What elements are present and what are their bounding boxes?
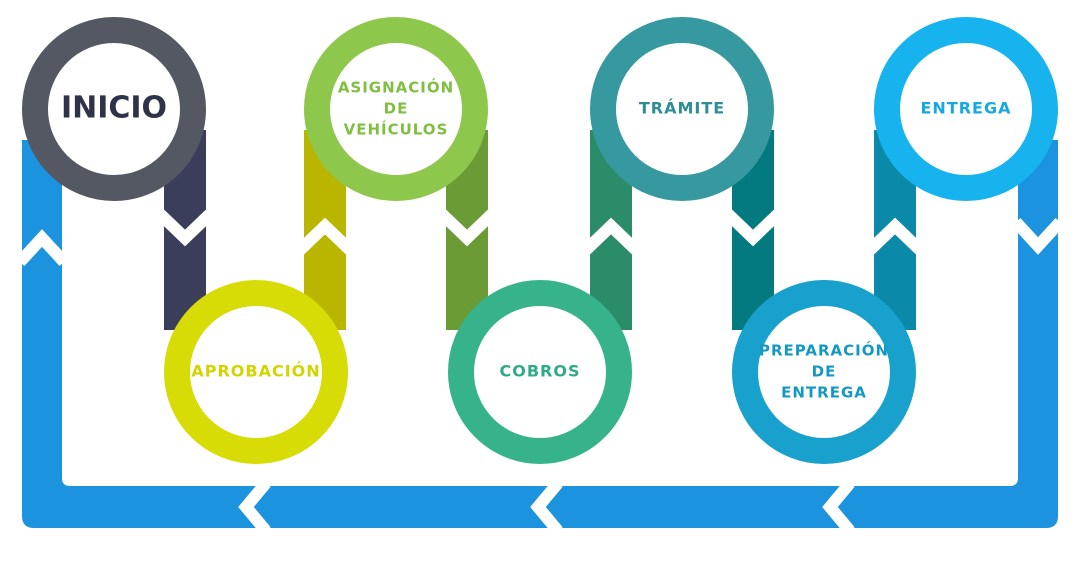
return-loop: [15, 140, 1065, 535]
step-ring: [590, 17, 774, 201]
step-label: ENTREGA: [921, 99, 1012, 118]
step-label: ASIGNACIÓN: [338, 78, 454, 97]
step-ring: [164, 280, 348, 464]
arrow-up-icon: [865, 217, 925, 255]
step-ring: [304, 17, 488, 201]
arrow-up-icon: [295, 217, 355, 255]
arrow-down-icon: [437, 209, 497, 247]
loop-arrow-left-icon: [238, 479, 271, 535]
loop-arrow-down-icon: [1011, 217, 1065, 255]
step-ring: [732, 280, 916, 464]
step-asignacion-vehiculos: ASIGNACIÓN DE VEHÍCULOS: [304, 17, 488, 201]
step-label: DE: [812, 363, 837, 381]
step-label: APROBACIÓN: [191, 362, 320, 381]
step-label: PREPARACIÓN: [759, 341, 889, 360]
loop-arrow-left-icon: [530, 479, 563, 535]
step-label: ENTREGA: [781, 384, 867, 402]
step-ring: [448, 280, 632, 464]
arrow-down-icon: [155, 209, 215, 247]
arrow-up-icon: [581, 217, 641, 255]
step-label: TRÁMITE: [639, 99, 725, 118]
step-ring: [22, 17, 206, 201]
step-label: VEHÍCULOS: [344, 120, 449, 139]
arrow-down-icon: [723, 209, 783, 247]
step-cobros: COBROS: [448, 280, 632, 464]
step-inicio: INICIO: [22, 17, 206, 201]
step-tramite: TRÁMITE: [590, 17, 774, 201]
step-label: COBROS: [500, 362, 581, 381]
step-label: INICIO: [61, 91, 167, 126]
loop-arrow-left-icon: [822, 479, 855, 535]
loop-track: [22, 140, 1058, 528]
step-ring: [874, 17, 1058, 201]
step-aprobacion: APROBACIÓN: [164, 280, 348, 464]
step-label: DE: [384, 100, 409, 118]
loop-arrow-up-icon: [15, 229, 69, 267]
steps: INICIO APROBACIÓN ASIGNACIÓN DE VEHÍCULOS COB…: [22, 17, 1058, 464]
step-entrega: ENTREGA: [874, 17, 1058, 201]
step-preparacion-entrega: PREPARACIÓN DE ENTREGA: [732, 280, 916, 464]
